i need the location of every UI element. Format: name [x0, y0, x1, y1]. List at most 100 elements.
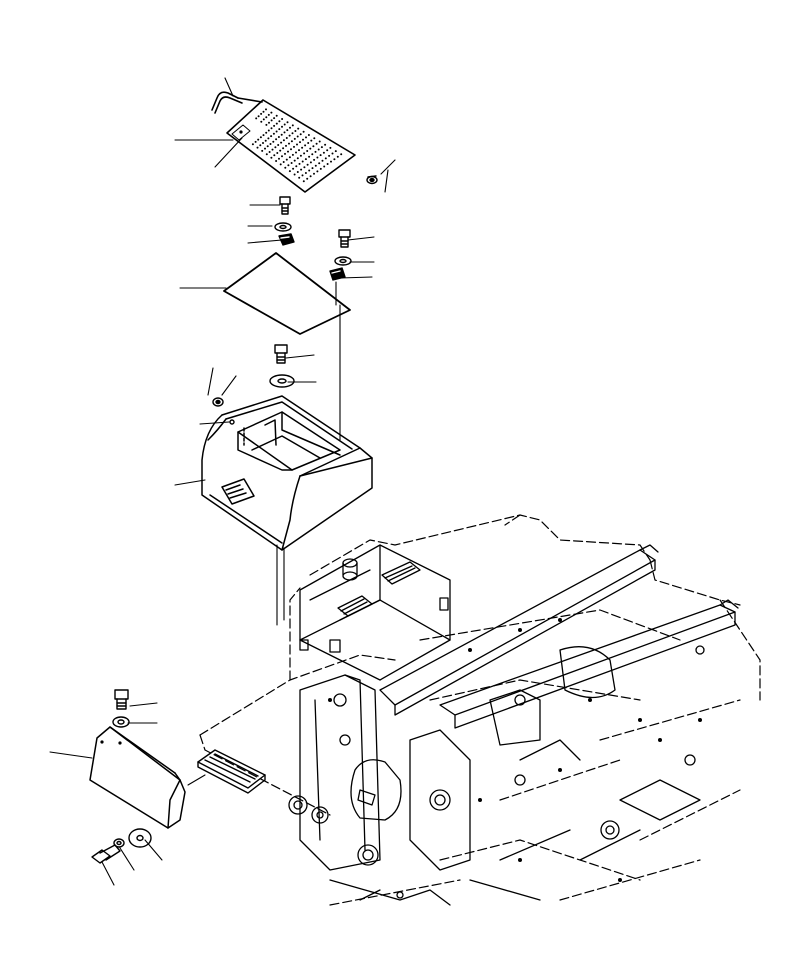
perforation-dot — [292, 167, 295, 170]
leader-line — [222, 376, 236, 395]
perforation-dot — [318, 140, 321, 143]
perforation-dot — [270, 135, 273, 138]
perforation-dot — [262, 142, 264, 144]
perforation-dot — [324, 143, 327, 146]
perforation-dot — [271, 148, 274, 151]
washer — [114, 839, 124, 847]
perforation-dot — [283, 123, 286, 126]
storage-box — [202, 396, 372, 550]
leader-lines — [50, 78, 395, 885]
perforation-dot — [311, 167, 314, 170]
perforation-dot — [308, 169, 311, 172]
perforation-dot — [256, 146, 259, 149]
perforation-dot — [275, 114, 278, 117]
perforation-dot — [302, 130, 305, 133]
perforation-dot — [281, 118, 284, 120]
perforation-dot — [308, 155, 311, 158]
perforation-dot — [259, 136, 262, 139]
perforation-dot — [274, 146, 277, 149]
washer — [270, 375, 294, 387]
frame-fasteners — [328, 618, 702, 882]
perforation-dot — [284, 152, 286, 155]
perforation-dot — [261, 149, 264, 152]
perforation-dot — [290, 162, 293, 164]
bolt — [280, 197, 290, 214]
perforation-dot — [278, 120, 281, 123]
perforation-dot — [275, 160, 278, 162]
perforation-dot — [304, 144, 307, 147]
washer — [113, 717, 129, 727]
perforation-dot — [296, 171, 299, 173]
assembly-line — [188, 775, 205, 785]
perforation-dot — [302, 180, 305, 183]
perforation-dot — [288, 134, 291, 137]
perforation-dot — [267, 129, 270, 132]
perforation-dot — [326, 149, 329, 152]
perforation-dot — [316, 170, 319, 173]
perforation-dot — [290, 140, 293, 143]
perforation-dot — [286, 129, 289, 132]
perforation-dot — [333, 158, 336, 161]
perforation-dot — [309, 175, 312, 178]
perforation-dot — [285, 144, 287, 147]
leader-line — [120, 848, 134, 870]
perforation-dot — [328, 154, 331, 157]
perforation-dot — [307, 134, 310, 136]
perforation-dot — [298, 149, 300, 152]
perforation-dot — [288, 156, 291, 159]
perforation-dot — [293, 137, 296, 140]
perforation-dot — [281, 125, 283, 128]
perforation-dot — [313, 137, 316, 140]
perforation-dot — [282, 147, 285, 150]
perforation-dot — [309, 161, 312, 164]
perforation-dot — [286, 121, 289, 124]
perforation-dot — [297, 127, 300, 130]
perforation-dot — [323, 165, 326, 168]
perforation-dot — [313, 158, 316, 161]
perforation-dot — [257, 138, 260, 141]
perforation-dot — [304, 172, 307, 174]
perforation-dot — [288, 142, 290, 145]
perforation-dot — [315, 142, 318, 145]
perforation-dot — [282, 161, 285, 163]
perforation-dot — [287, 150, 289, 153]
perforation-dot — [318, 162, 321, 165]
perforation-dot — [279, 149, 282, 152]
gasket — [224, 253, 350, 334]
leader-line — [248, 240, 282, 243]
perforation-dot — [340, 153, 343, 156]
perforation-dot — [264, 147, 266, 150]
perforation-dot — [270, 156, 273, 159]
perforation-dot — [316, 156, 319, 159]
bolt — [92, 845, 120, 863]
perforation-dot — [279, 163, 282, 166]
perforation-dot — [270, 127, 273, 130]
perforation-dot — [300, 168, 303, 171]
perforation-dot — [310, 139, 313, 142]
perforation-dot — [267, 113, 270, 116]
perforation-dot — [307, 142, 310, 144]
perforation-dot — [302, 138, 304, 141]
perforation-dot — [301, 160, 304, 163]
perforation-dot — [298, 162, 301, 165]
leader-line — [340, 277, 372, 278]
perforation-dot — [329, 146, 332, 149]
perforation-dot — [273, 154, 276, 157]
washer — [275, 223, 291, 231]
perforation-dot — [264, 139, 267, 142]
perforation-dot — [296, 143, 298, 146]
leader-line — [348, 237, 374, 240]
perforation-dot — [320, 146, 323, 149]
perforation-dot — [259, 144, 262, 147]
perforation-dot — [334, 150, 337, 153]
perforation-dot — [295, 151, 297, 154]
rivet — [230, 420, 234, 424]
perforation-dot — [281, 155, 283, 158]
perforation-dot — [273, 117, 276, 120]
leader-line — [381, 160, 395, 174]
perforation-dot — [269, 143, 272, 145]
perforation-dot — [257, 115, 260, 118]
washer — [335, 257, 351, 265]
leader-line — [145, 840, 162, 860]
